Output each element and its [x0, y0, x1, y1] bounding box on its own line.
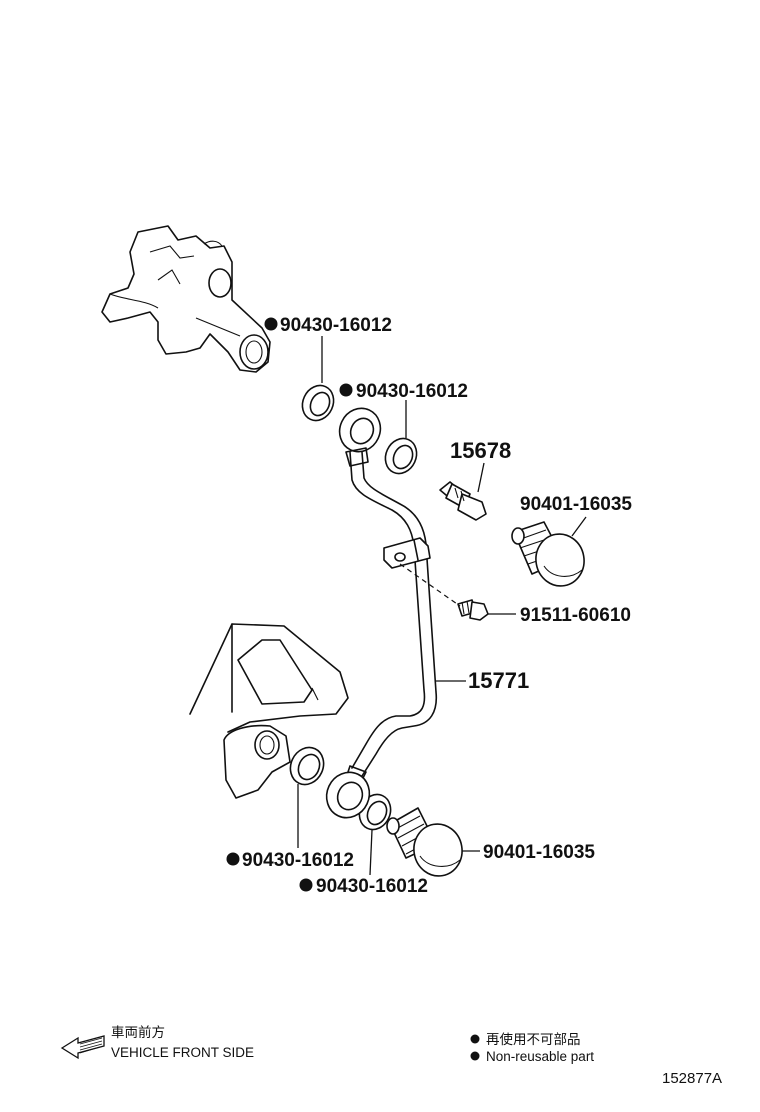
legend-front-en: VEHICLE FRONT SIDE	[111, 1045, 254, 1060]
legend-nonreuse-en: Non-reusable part	[486, 1049, 594, 1064]
legend-front-jp: 車両前方	[111, 1024, 165, 1040]
legend-nonreuse-jp: 再使用不可部品	[486, 1031, 581, 1047]
gasket-upper-left	[301, 384, 335, 422]
non-reusable-bullet-icon	[470, 1034, 480, 1044]
label-sensor: 15678	[450, 438, 511, 463]
bolt-dashed-guide	[399, 563, 461, 607]
figure-id: 152877A	[662, 1070, 722, 1087]
leader-lines	[297, 336, 587, 876]
legend-non-reusable: 再使用不可部品 Non-reusable part	[470, 1031, 594, 1064]
upper-housing	[101, 225, 271, 373]
non-reusable-bullet-icon	[264, 317, 278, 331]
gasket-upper-right	[384, 437, 418, 475]
sensor-part	[439, 481, 487, 521]
label-gasket-upper-right: 90430-16012	[356, 381, 468, 402]
callouts: 90430-16012 90430-16012 15678 90401-1603…	[226, 315, 632, 897]
bolt-part	[457, 599, 489, 621]
gasket-lower-left	[289, 746, 325, 786]
legend-vehicle-front: 車両前方 VEHICLE FRONT SIDE	[60, 1024, 254, 1060]
non-reusable-bullet-icon	[226, 852, 240, 866]
label-gasket-lower-left: 90430-16012	[242, 850, 354, 871]
label-oil-pipe: 15771	[468, 668, 529, 693]
lower-engine-block	[189, 623, 349, 799]
oil-pipe	[325, 407, 438, 819]
label-gasket-upper-left: 90430-16012	[280, 315, 392, 336]
union-bolt-lower	[386, 807, 463, 877]
union-bolt-upper	[511, 521, 585, 587]
non-reusable-bullet-icon	[299, 878, 313, 892]
vehicle-front-arrow-icon	[60, 1035, 105, 1060]
non-reusable-bullet-icon	[339, 383, 353, 397]
label-union-bolt-lower: 90401-16035	[483, 842, 595, 863]
non-reusable-bullet-icon	[470, 1051, 480, 1061]
label-union-bolt-upper: 90401-16035	[520, 494, 632, 515]
label-gasket-lower-right: 90430-16012	[316, 876, 428, 897]
label-bolt: 91511-60610	[520, 605, 631, 626]
